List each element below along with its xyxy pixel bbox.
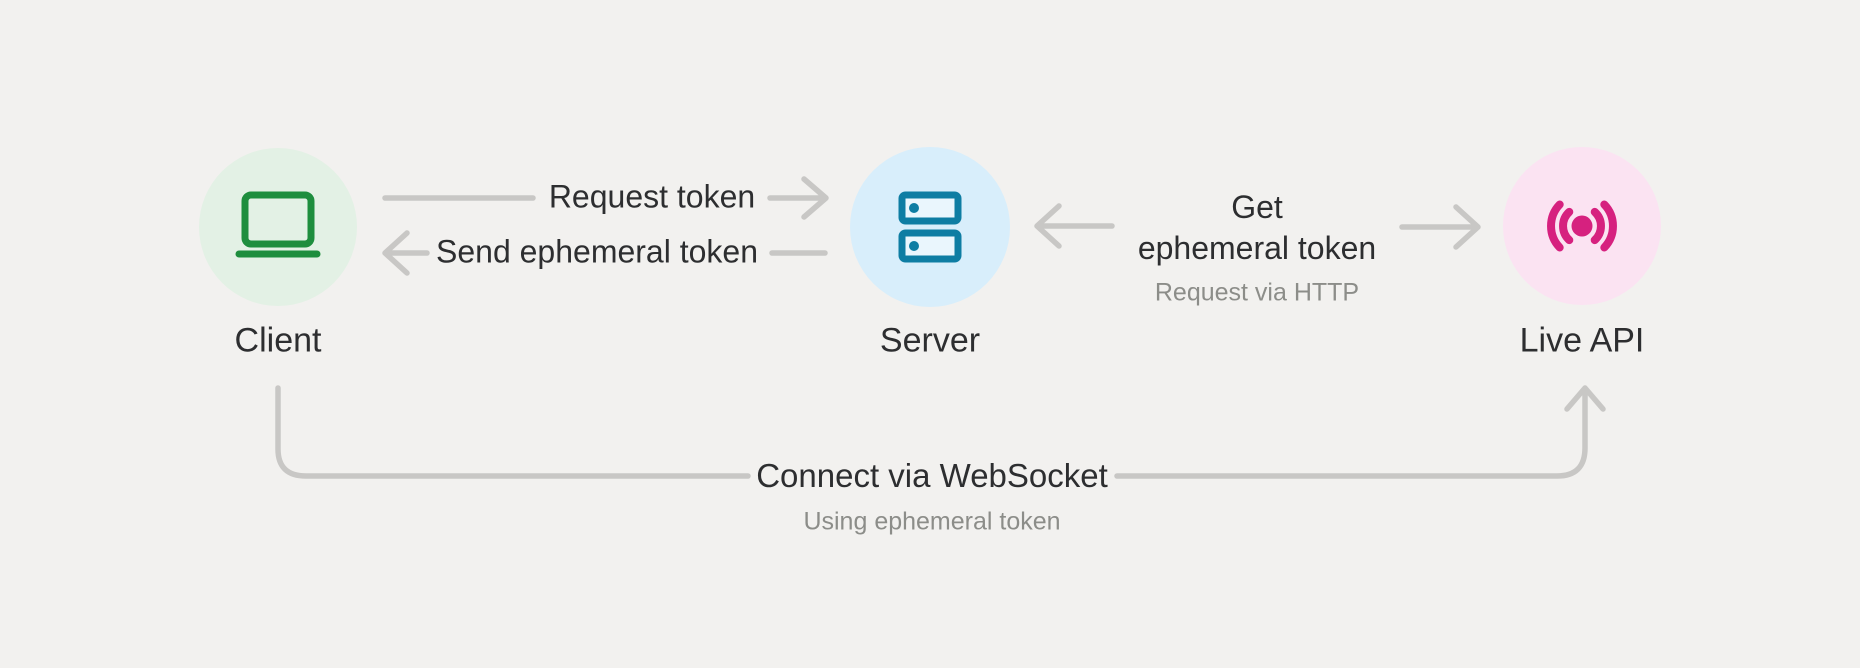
live-api-node — [1503, 147, 1661, 305]
request-token-arrowhead — [767, 176, 829, 220]
websocket-path-left — [275, 385, 751, 479]
server-icon — [898, 191, 962, 263]
send-ephemeral-token-label: Send ephemeral token — [436, 233, 758, 270]
get-ephemeral-token-label-line1: Get — [1231, 189, 1283, 225]
client-label: Client — [234, 321, 322, 360]
using-ephemeral-token-sublabel: Using ephemeral token — [803, 507, 1061, 536]
request-via-http-sublabel: Request via HTTP — [1154, 278, 1360, 307]
server-label: Server — [879, 321, 981, 360]
send-ephemeral-token-arrowhead — [382, 230, 430, 276]
server-node — [850, 147, 1010, 307]
laptop-icon — [235, 191, 321, 258]
get-ephemeral-token-label: Get ephemeral token — [1138, 187, 1376, 269]
live-api-label: Live API — [1519, 321, 1645, 360]
get-ephemeral-token-label-line2: ephemeral token — [1137, 230, 1377, 266]
websocket-path-right — [1114, 385, 1606, 479]
request-token-label: Request token — [548, 178, 756, 215]
get-ephemeral-right-arrow — [1399, 204, 1481, 250]
broadcast-icon — [1547, 200, 1617, 252]
connect-websocket-label: Connect via WebSocket — [756, 457, 1108, 494]
get-ephemeral-left-arrow — [1034, 203, 1115, 249]
client-node — [199, 148, 357, 306]
